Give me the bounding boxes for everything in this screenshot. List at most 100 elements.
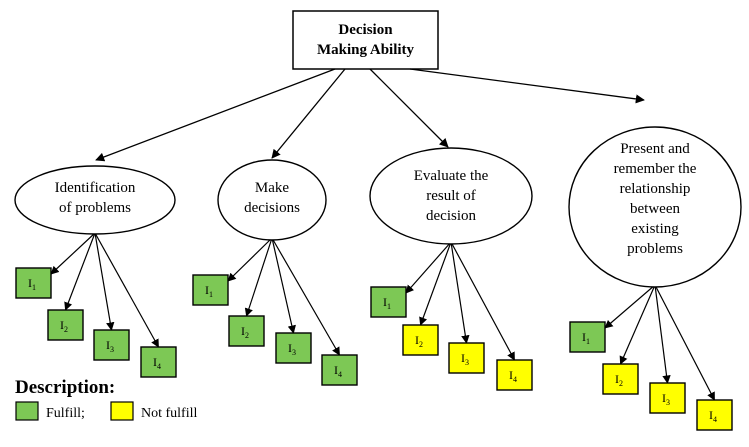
root-to-identification-arrow: [95, 68, 336, 162]
indicator-box-fulfill: [93, 329, 130, 361]
indicator-box-not-fulfill: [496, 359, 533, 391]
aspect-4-indicator-4: I4: [696, 399, 733, 431]
aspect-4-indicator-2-arrow: [619, 284, 656, 365]
indicator-box-not-fulfill: [696, 399, 733, 431]
root-to-present-arrow: [409, 68, 645, 104]
aspect-2-indicator-3-arrow: [271, 237, 296, 334]
aspect-2-label-line-1: Make: [255, 180, 289, 196]
aspect-3-label-line-2: result of: [426, 188, 476, 204]
aspect-1-ellipse: [14, 165, 176, 235]
aspect-1-indicator-3-arrow: [94, 232, 115, 331]
aspect-3-label-line-1: Evaluate the: [414, 168, 489, 184]
indicator-label: I2: [241, 324, 249, 340]
legend-not-fulfill-swatch: [110, 401, 134, 421]
aspect-2-indicator-4: I4: [321, 354, 358, 386]
aspect-1-label-line-1: Identification: [55, 180, 136, 196]
aspect-4-label-line-4: between: [630, 201, 680, 217]
root-line-1: Decision: [338, 22, 393, 38]
aspect-4-indicator-3-arrow: [654, 284, 671, 384]
indicator-box-fulfill: [15, 267, 52, 299]
indicator-box-fulfill: [275, 332, 312, 364]
indicator-box-not-fulfill: [649, 382, 686, 414]
indicator-box-not-fulfill: [448, 342, 485, 374]
indicator-label: I4: [334, 363, 342, 379]
aspect-4-indicator-1: I1: [569, 321, 606, 353]
indicator-label: I4: [709, 408, 717, 424]
aspect-3-indicator-4-arrow: [450, 241, 516, 361]
legend-fulfill-label: Fulfill;: [46, 406, 85, 421]
indicator-label: I2: [60, 318, 68, 334]
aspect-4-label-line-3: relationship: [620, 181, 691, 197]
aspect-2-indicator-4-arrow: [271, 237, 341, 356]
aspect-1-indicator-2-arrow: [64, 232, 96, 311]
legend-title: Description:: [15, 377, 115, 398]
aspect-1-indicator-4: I4: [140, 346, 177, 378]
aspect-4-label-line-1: Present and: [620, 141, 690, 157]
aspect-4-label-line-5: existing: [631, 221, 679, 237]
aspect-4-label-line-6: problems: [627, 241, 683, 257]
indicator-label: I4: [509, 368, 517, 384]
indicator-box-fulfill: [192, 274, 229, 306]
aspect-2-indicator-2-arrow: [244, 237, 273, 317]
indicator-box-fulfill: [140, 346, 177, 378]
aspect-3-indicator-2: I2: [402, 324, 439, 356]
indicator-label: I3: [461, 351, 469, 367]
aspect-1-label-line-2: of problems: [59, 200, 131, 216]
indicator-box-fulfill: [321, 354, 358, 386]
indicator-label: I1: [383, 295, 391, 311]
indicator-label: I1: [205, 283, 213, 299]
aspect-3-indicator-2-arrow: [419, 241, 452, 326]
aspect-2-indicator-3: I3: [275, 332, 312, 364]
indicator-label: I2: [415, 333, 423, 349]
root-connectors: [95, 68, 645, 162]
aspect-4-indicator-3: I3: [649, 382, 686, 414]
indicator-box-not-fulfill: [602, 363, 639, 395]
indicator-label: I3: [106, 338, 114, 354]
aspect-2-label-line-2: decisions: [244, 200, 300, 216]
aspect-2-ellipse: [217, 159, 327, 241]
indicator-box-fulfill: [370, 286, 407, 318]
aspect-4-label-line-2: remember the: [614, 161, 697, 177]
root-node: Decision Making Ability: [292, 10, 439, 70]
indicator-box-fulfill: [47, 309, 84, 341]
aspect-2-indicator-1-arrow: [227, 237, 273, 282]
indicator-label: I3: [662, 391, 670, 407]
root-to-evaluate-arrow: [369, 68, 449, 148]
indicator-label: I4: [153, 355, 161, 371]
indicator-label: I1: [28, 276, 36, 292]
indicator-box-fulfill: [228, 315, 265, 347]
aspect-1-indicator-3: I3: [93, 329, 130, 361]
aspect-3-indicator-1: I1: [370, 286, 407, 318]
aspect-4-indicator-4-arrow: [654, 284, 716, 401]
aspect-3-ellipse: [369, 147, 533, 245]
aspect-2-indicator-1: I1: [192, 274, 229, 306]
indicator-box-fulfill: [569, 321, 606, 353]
legend-fulfill-swatch: [15, 401, 39, 421]
aspect-1-indicator-1: I1: [15, 267, 52, 299]
aspect-4: Present and remember the relationship betwe…: [568, 126, 742, 431]
aspect-3-indicator-3-arrow: [450, 241, 470, 344]
aspect-1-indicator-1-arrow: [50, 232, 96, 275]
legend-not-fulfill-label: Not fulfill: [141, 406, 197, 421]
aspect-2-indicator-2: I2: [228, 315, 265, 347]
indicator-label: I3: [288, 341, 296, 357]
legend: Description: Fulfill; Not fulfill: [15, 377, 197, 421]
aspect-4-ellipse: [568, 126, 742, 288]
aspect-1-indicator-4-arrow: [94, 232, 160, 348]
root-line-2: Making Ability: [317, 42, 415, 58]
indicator-box-not-fulfill: [402, 324, 439, 356]
aspect-1-indicator-2: I2: [47, 309, 84, 341]
aspect-3-indicator-3: I3: [448, 342, 485, 374]
indicator-label: I1: [582, 330, 590, 346]
indicator-label: I2: [615, 372, 623, 388]
aspect-3-indicator-4: I4: [496, 359, 533, 391]
aspect-3-label-line-3: decision: [426, 208, 476, 224]
aspect-3-indicator-1-arrow: [405, 241, 452, 294]
root-to-make-decisions-arrow: [271, 68, 346, 159]
aspect-4-indicator-1-arrow: [604, 284, 656, 329]
